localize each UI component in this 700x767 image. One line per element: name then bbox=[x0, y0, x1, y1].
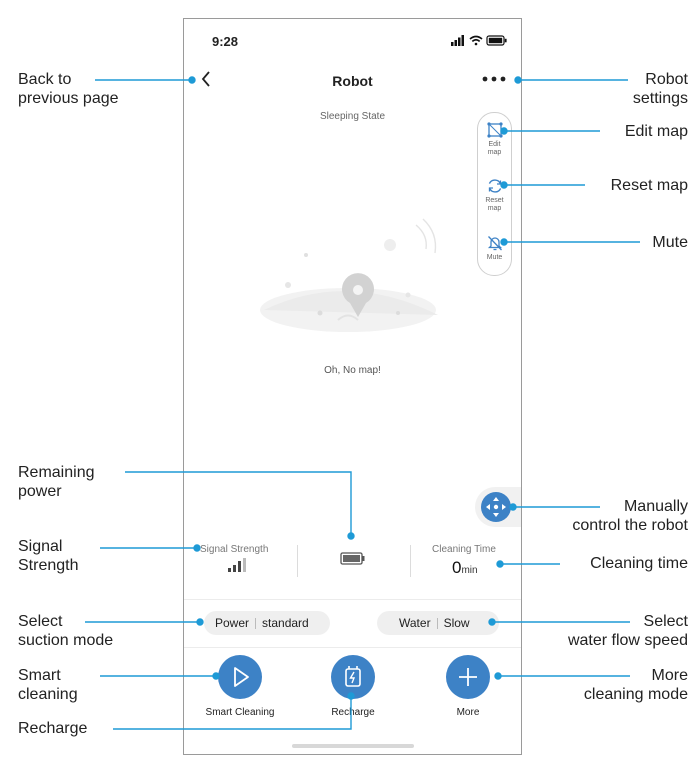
divider bbox=[184, 647, 521, 648]
no-map-illustration bbox=[260, 218, 438, 332]
reset-map-icon bbox=[488, 179, 501, 193]
callout-recharge: Recharge bbox=[18, 720, 88, 737]
mute-label: Mute bbox=[486, 254, 503, 261]
callout-mute: Mute bbox=[652, 234, 688, 251]
charging-dock-icon bbox=[345, 666, 361, 687]
smart-cleaning-button[interactable] bbox=[218, 655, 262, 699]
suction-mode-selector[interactable]: Power standard bbox=[204, 611, 330, 635]
divider bbox=[184, 599, 521, 600]
callout-cleaning-time: Cleaning time bbox=[590, 555, 688, 572]
water-flow-selector[interactable]: Water Slow bbox=[377, 611, 499, 635]
cleaning-time-unit: min bbox=[461, 565, 478, 576]
power-value: standard bbox=[262, 616, 309, 630]
stats-divider bbox=[297, 545, 298, 577]
wifi-icon bbox=[469, 35, 483, 46]
power-label: Power bbox=[215, 616, 250, 630]
cleaning-time-label: Cleaning Time bbox=[432, 544, 496, 555]
recharge-label: Recharge bbox=[331, 707, 375, 718]
more-modes-button[interactable] bbox=[446, 655, 490, 699]
callout-edit-map: Edit map bbox=[624, 123, 688, 140]
cellular-icon bbox=[451, 35, 464, 46]
pill-separator bbox=[255, 618, 257, 630]
mute-button[interactable]: Mute bbox=[478, 234, 511, 262]
battery-level-icon bbox=[340, 552, 365, 565]
page-title: Robot bbox=[332, 73, 373, 89]
mute-bell-icon bbox=[487, 236, 502, 251]
cleaning-time-value: 0 bbox=[452, 558, 462, 577]
signal-strength-label: Signal Strength bbox=[200, 544, 269, 555]
status-icons bbox=[451, 35, 507, 46]
robot-state: Sleeping State bbox=[319, 111, 386, 122]
more-options-icon[interactable] bbox=[481, 72, 507, 86]
stats-divider bbox=[410, 545, 411, 577]
reset-map-label-2: map bbox=[487, 205, 502, 212]
edit-map-label-1: Edit bbox=[488, 141, 501, 148]
water-value: Slow bbox=[443, 616, 470, 630]
edit-map-icon bbox=[486, 122, 503, 138]
callout-reset-map: Reset map bbox=[610, 177, 688, 194]
signal-strength-icon bbox=[228, 558, 246, 572]
back-button[interactable] bbox=[198, 69, 214, 89]
smart-cleaning-label: Smart Cleaning bbox=[205, 707, 275, 718]
play-icon bbox=[234, 667, 249, 687]
no-map-message: Oh, No map! bbox=[324, 365, 381, 376]
plus-icon bbox=[459, 668, 477, 686]
cleaning-time-readout: 0min bbox=[452, 558, 478, 578]
edit-map-button[interactable]: Edit map bbox=[478, 121, 511, 157]
battery-icon bbox=[486, 35, 507, 46]
manual-control-button[interactable] bbox=[481, 492, 511, 522]
phone-screen: 9:28 Robot Sleeping State Edit map Reset… bbox=[183, 18, 522, 755]
recharge-button[interactable] bbox=[331, 655, 375, 699]
status-row: Signal Strength Cleaning Time 0min bbox=[184, 537, 521, 585]
reset-map-label-1: Reset bbox=[485, 197, 504, 204]
map-toolbar: Edit map Reset map Mute bbox=[477, 112, 512, 276]
direction-arrows-icon bbox=[486, 497, 506, 517]
more-label: More bbox=[456, 707, 480, 718]
pill-separator bbox=[436, 618, 438, 630]
reset-map-button[interactable]: Reset map bbox=[478, 177, 511, 213]
home-indicator bbox=[292, 744, 414, 748]
status-time: 9:28 bbox=[212, 34, 239, 49]
edit-map-label-2: map bbox=[487, 149, 502, 156]
water-label: Water bbox=[399, 616, 431, 630]
